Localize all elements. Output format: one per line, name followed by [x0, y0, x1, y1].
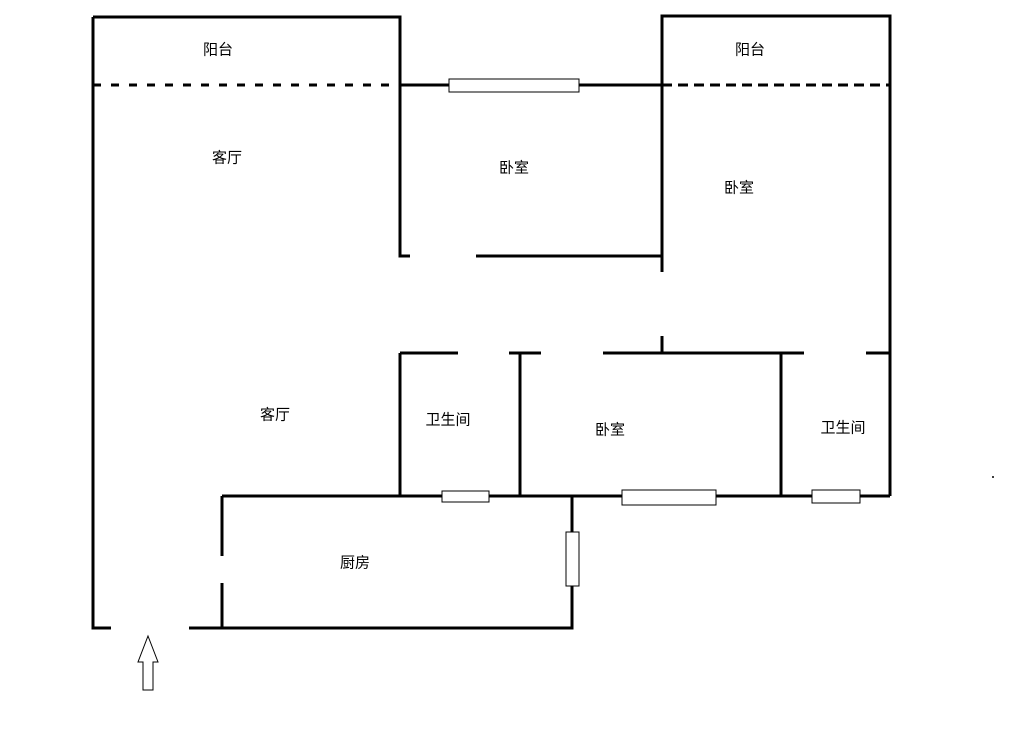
kitchen-walls: [189, 496, 574, 630]
outer-wall-left: [91, 15, 410, 630]
walls: [91, 14, 892, 630]
window-kitchen: [565, 531, 580, 587]
wall-bathroom-left: [398, 353, 522, 496]
label-bedroom-top-right: 卧室: [724, 179, 754, 197]
label-bathroom-right: 卫生间: [820, 419, 865, 437]
entrance-arrow-icon: [137, 634, 159, 691]
label-bathroom-left: 卫生间: [425, 411, 470, 429]
window-bedroom-top: [448, 78, 580, 93]
label-living-room-top: 客厅: [212, 149, 242, 167]
label-kitchen: 厨房: [340, 554, 370, 572]
window-bathroom-left: [441, 490, 490, 503]
stray-dot: [992, 476, 994, 478]
room-labels: 阳台 阳台 客厅 卧室 卧室 客厅 卫生间 卧室 卫生间 厨房: [203, 41, 866, 572]
label-living-room-bottom: 客厅: [260, 406, 290, 424]
label-bedroom-top-middle: 卧室: [499, 159, 529, 177]
label-balcony-left: 阳台: [203, 41, 233, 59]
window-bedroom-bottom: [621, 489, 717, 506]
outer-wall-right-block: [660, 14, 892, 496]
label-bedroom-bottom: 卧室: [595, 421, 625, 439]
windows: [441, 78, 861, 587]
label-balcony-right: 阳台: [735, 41, 765, 59]
window-bathroom-right: [811, 489, 861, 504]
